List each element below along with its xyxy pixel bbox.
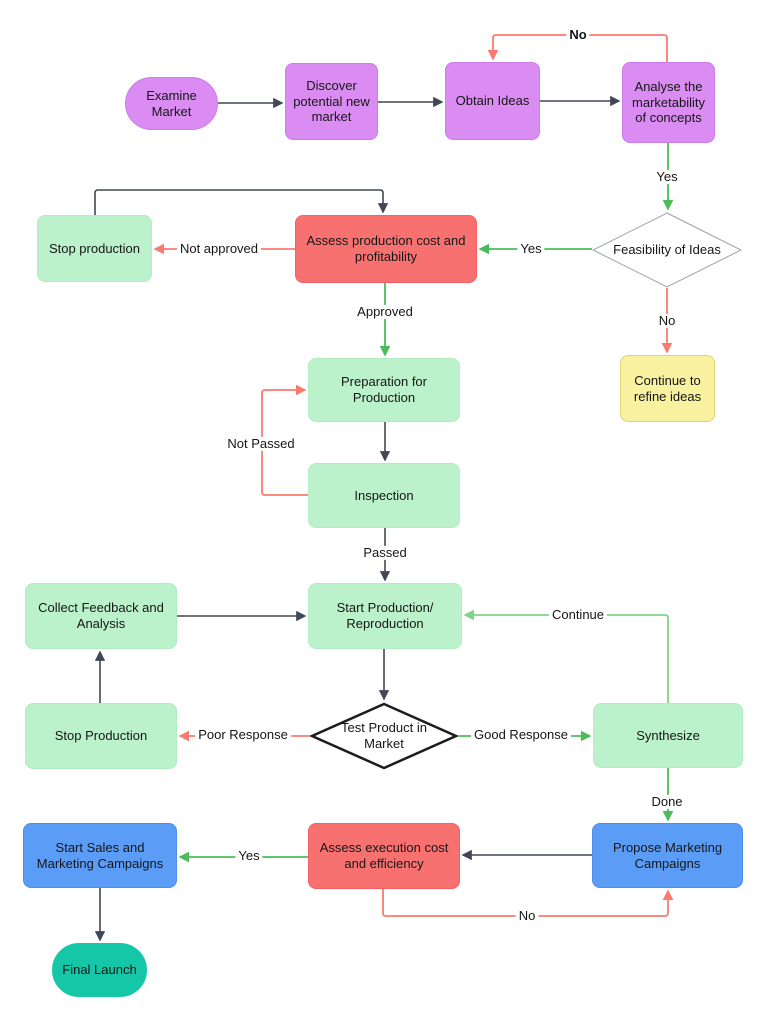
node-label: Analyse the marketability of concepts <box>632 78 705 126</box>
node-start-sales: Start Sales and Marketing Campaigns <box>23 823 177 888</box>
node-test-product-in-market: Test Product in Market <box>310 702 458 770</box>
node-label: Test Product in Market <box>341 720 427 751</box>
node-label: Inspection <box>354 487 414 503</box>
node-analyse-marketability: Analyse the marketability of concepts <box>622 62 715 143</box>
node-label: Stop Production <box>54 728 148 744</box>
node-start-production: Start Production/ Reproduction <box>308 583 462 649</box>
node-propose-marketing: Propose Marketing Campaigns <box>592 823 743 888</box>
node-assess-production-cost: Assess production cost and profitability <box>295 215 477 283</box>
node-label: Examine Market <box>146 87 197 119</box>
node-label: Assess production cost and profitability <box>306 233 466 264</box>
node-label: Propose Marketing Campaigns <box>612 839 723 871</box>
node-label: Start Production/ Reproduction <box>336 600 434 631</box>
diamond-shape <box>592 212 742 288</box>
node-label: Start Sales and Marketing Campaigns <box>36 839 164 871</box>
edge-label-no-execution: No <box>515 908 539 924</box>
node-final-launch: Final Launch <box>52 943 147 997</box>
node-label: Preparation for Production <box>341 374 427 405</box>
node-preparation-for-production: Preparation for Production <box>308 358 460 422</box>
edge-label-no-top: No <box>566 27 590 43</box>
node-label: Assess execution cost and efficiency <box>319 840 449 871</box>
diamond-shape <box>310 702 458 770</box>
edge-label-yes-execution: Yes <box>235 848 263 864</box>
node-label: Discover potential new market <box>293 77 370 125</box>
edge-synthesize-to-startproduction-continue <box>463 609 669 703</box>
node-continue-refine-ideas: Continue to refine ideas <box>620 355 715 422</box>
node-label: Final Launch <box>62 962 137 978</box>
node-inspection: Inspection <box>308 463 460 528</box>
edge-label-yes-feasibility: Yes <box>517 241 545 257</box>
node-label: Stop production <box>48 240 141 256</box>
edge-label-no-feasibility: No <box>655 313 679 329</box>
node-label: Obtain Ideas <box>455 93 530 109</box>
node-label: Collect Feedback and Analysis <box>38 600 164 631</box>
edge-label-passed: Passed <box>360 545 410 561</box>
node-discover-market: Discover potential new market <box>285 63 378 140</box>
node-assess-execution-cost: Assess execution cost and efficiency <box>308 823 460 889</box>
edge-label-done: Done <box>648 794 686 810</box>
node-collect-feedback: Collect Feedback and Analysis <box>25 583 177 649</box>
node-synthesize: Synthesize <box>593 703 743 768</box>
edge-label-approved: Approved <box>354 304 416 320</box>
node-examine-market: Examine Market <box>125 77 218 130</box>
node-label: Feasibility of Ideas <box>613 242 721 258</box>
node-label: Continue to refine ideas <box>633 372 702 404</box>
node-stop-production-top: Stop production <box>37 215 152 282</box>
edge-label-poor-response: Poor Response <box>195 727 291 743</box>
node-obtain-ideas: Obtain Ideas <box>445 62 540 140</box>
edge-label-yes-marketability: Yes <box>653 169 681 185</box>
node-stop-production-bottom: Stop Production <box>25 703 177 769</box>
edge-label-continue: Continue <box>548 607 608 623</box>
edge-label-not-passed: Not Passed <box>224 436 298 452</box>
edge-label-good-response: Good Response <box>471 727 571 743</box>
node-feasibility-of-ideas: Feasibility of Ideas <box>592 212 742 288</box>
edge-stopproduction-to-assessproduction <box>94 189 389 215</box>
edge-label-not-approved: Not approved <box>176 241 262 257</box>
node-label: Synthesize <box>636 727 700 743</box>
